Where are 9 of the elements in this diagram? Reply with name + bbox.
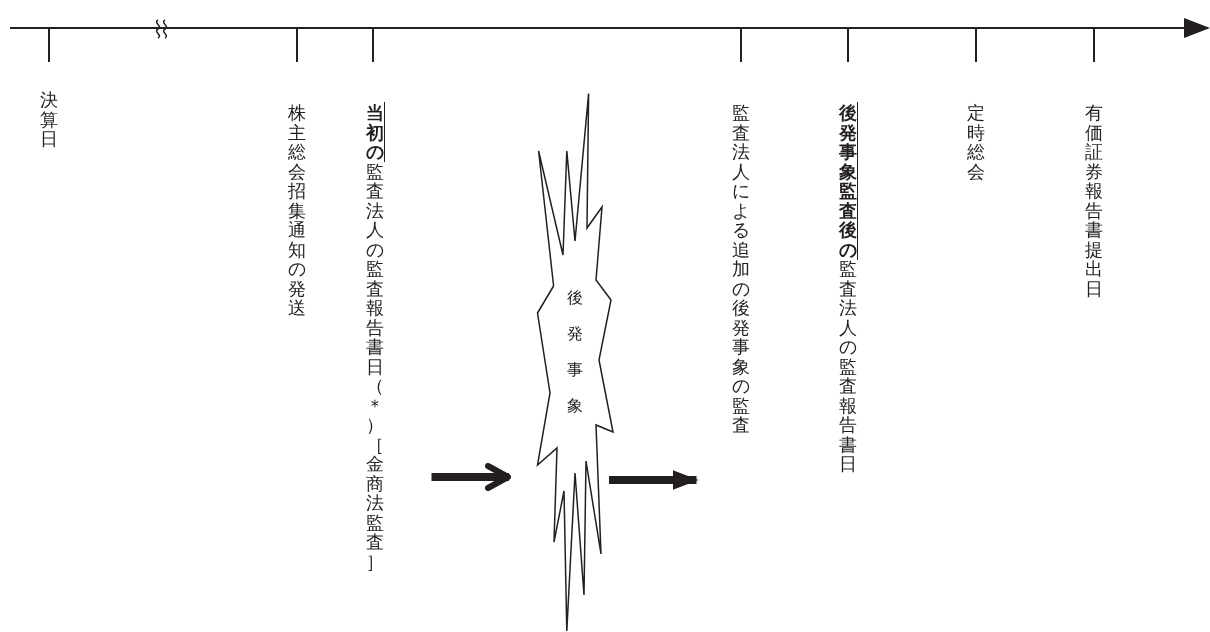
arrow (609, 470, 699, 490)
event-label: 決算日 (39, 90, 59, 149)
event-label: 当初の監査法人の監査報告書日（＊）［金商法監査］ (365, 103, 432, 571)
event-label: 監査法人による追加の後発事象の監査 (696, 103, 751, 435)
event-label: 後発事象監査後の監査法人の監査報告書日 (838, 103, 858, 474)
event-label: 有価証券報告書提出日 (1084, 103, 1104, 298)
event-label: 株主総会招集通知の発送 (287, 103, 307, 318)
event-label: 定時総会 (966, 103, 986, 181)
event-text: 後発事象 (567, 287, 584, 417)
